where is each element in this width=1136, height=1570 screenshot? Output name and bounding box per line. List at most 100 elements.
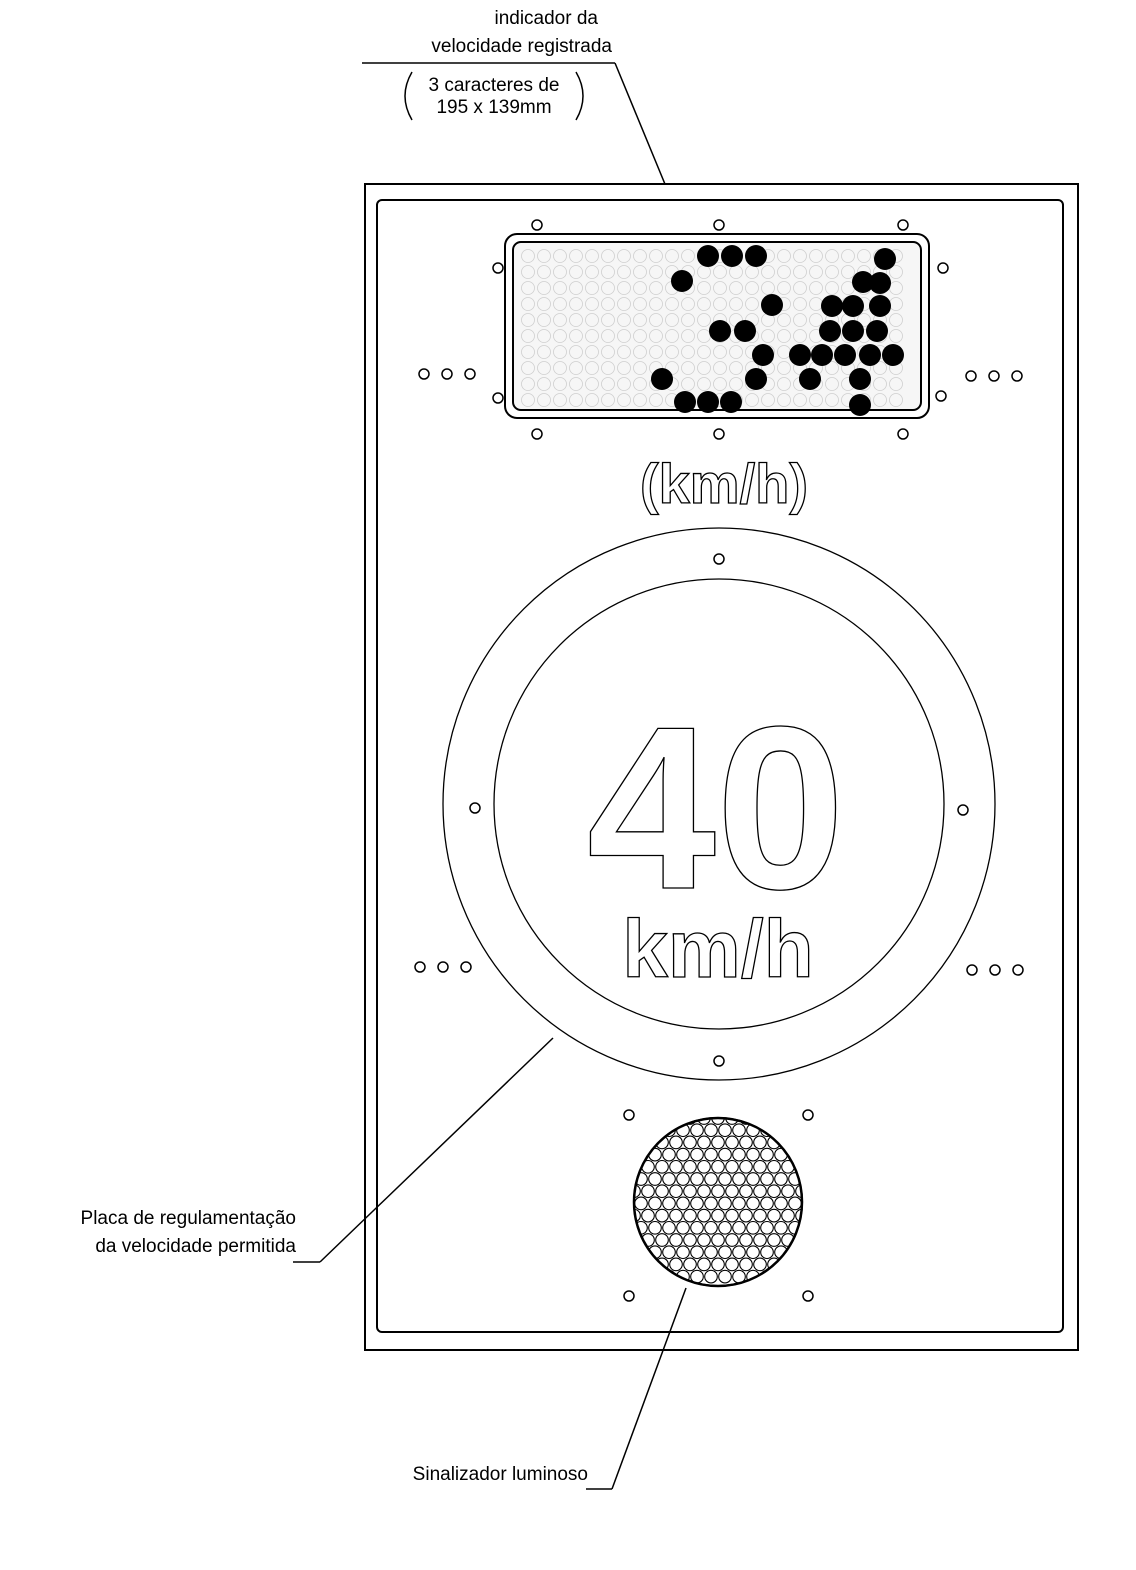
- light-led: [697, 1159, 711, 1174]
- light-led: [648, 1196, 662, 1211]
- led-off: [649, 265, 663, 279]
- light-led: [732, 1245, 746, 1260]
- light-led: [662, 1220, 676, 1235]
- light-led: [788, 1196, 802, 1211]
- led-on: [720, 391, 742, 413]
- mount-hole: [492, 392, 504, 404]
- light-led: [690, 1245, 704, 1260]
- light-led: [753, 1257, 767, 1272]
- led-on: [752, 344, 774, 366]
- led-on: [834, 344, 856, 366]
- light-led: [795, 1184, 802, 1199]
- led-off: [569, 361, 583, 375]
- light-led: [683, 1184, 697, 1199]
- led-off: [809, 393, 823, 407]
- indicator-title-line1: indicador da: [494, 8, 598, 29]
- led-off: [649, 281, 663, 295]
- led-off: [665, 345, 679, 359]
- indicator-paren-line2: 195 x 139mm: [436, 97, 551, 118]
- led-off: [617, 345, 631, 359]
- led-off: [665, 249, 679, 263]
- led-off: [585, 281, 599, 295]
- led-off: [617, 265, 631, 279]
- light-led: [704, 1196, 718, 1211]
- led-off: [617, 313, 631, 327]
- led-off: [729, 361, 743, 375]
- led-off: [633, 249, 647, 263]
- mount-hole: [966, 964, 978, 976]
- led-on: [869, 272, 891, 294]
- led-off: [713, 361, 727, 375]
- light-led: [760, 1245, 774, 1260]
- led-off: [713, 377, 727, 391]
- light-led: [683, 1233, 697, 1247]
- led-on: [866, 320, 888, 342]
- led-off: [793, 265, 807, 279]
- led-off: [617, 297, 631, 311]
- led-off: [665, 297, 679, 311]
- led-off: [569, 249, 583, 263]
- led-off: [537, 393, 551, 407]
- led-off: [889, 265, 903, 279]
- led-off: [633, 297, 647, 311]
- mount-hole: [464, 368, 476, 380]
- regulation-line2: da velocidade permitida: [95, 1236, 296, 1257]
- light-led: [732, 1147, 746, 1162]
- mount-hole: [418, 368, 430, 380]
- led-off: [521, 393, 535, 407]
- led-off: [553, 345, 567, 359]
- light-signal-rim: [632, 1116, 804, 1288]
- light-led: [767, 1208, 781, 1223]
- light-led: [760, 1147, 774, 1162]
- led-off: [857, 313, 871, 327]
- light-led: [676, 1172, 690, 1186]
- mount-hole: [1012, 964, 1024, 976]
- led-on: [789, 344, 811, 366]
- light-led: [746, 1245, 760, 1260]
- light-led: [746, 1172, 760, 1186]
- led-off: [569, 297, 583, 311]
- led-off: [569, 313, 583, 327]
- paren-left: [404, 71, 413, 121]
- led-off: [521, 249, 535, 263]
- led-off: [729, 345, 743, 359]
- led-off: [793, 313, 807, 327]
- light-led: [676, 1196, 690, 1211]
- led-off: [697, 313, 711, 327]
- led-off: [681, 297, 695, 311]
- led-off: [777, 265, 791, 279]
- light-led: [739, 1135, 753, 1150]
- light-led: [704, 1220, 718, 1235]
- light-led: [725, 1118, 739, 1125]
- led-on: [842, 295, 864, 317]
- led-off: [585, 313, 599, 327]
- regulation-callout: Placa de regulamentação da velocidade pe…: [81, 1037, 554, 1263]
- light-signal-leader-line: [611, 1287, 687, 1490]
- led-off: [713, 281, 727, 295]
- led-off: [777, 313, 791, 327]
- led-off: [649, 329, 663, 343]
- led-off: [777, 249, 791, 263]
- led-on: [651, 368, 673, 390]
- led-off: [521, 297, 535, 311]
- led-display: [504, 233, 930, 419]
- light-led: [725, 1159, 739, 1174]
- light-led: [704, 1269, 718, 1284]
- light-led: [662, 1147, 676, 1162]
- led-off: [633, 281, 647, 295]
- led-off: [681, 329, 695, 343]
- led-off: [841, 249, 855, 263]
- led-off: [633, 345, 647, 359]
- light-led: [767, 1184, 781, 1199]
- light-led: [725, 1233, 739, 1247]
- led-off: [793, 297, 807, 311]
- light-led: [760, 1220, 774, 1235]
- led-off: [633, 265, 647, 279]
- led-off: [585, 361, 599, 375]
- led-on: [697, 391, 719, 413]
- led-off: [713, 265, 727, 279]
- led-off: [553, 249, 567, 263]
- led-on: [761, 294, 783, 316]
- led-off: [521, 313, 535, 327]
- light-led: [711, 1233, 725, 1247]
